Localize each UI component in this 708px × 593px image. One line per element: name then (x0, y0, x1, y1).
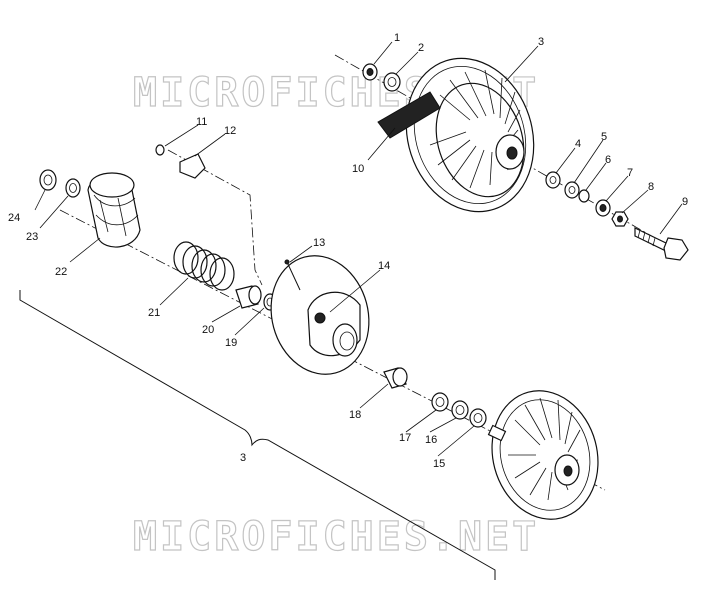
label-2: 2 (418, 42, 424, 54)
label-3-assembly: 3 (240, 452, 246, 464)
leader-lines (34, 41, 683, 457)
right-hardware (545, 171, 689, 261)
bushing-washer (235, 285, 277, 311)
label-15: 15 (433, 458, 445, 470)
label-3-top: 3 (538, 36, 544, 48)
top-washers (362, 63, 401, 92)
label-22: 22 (55, 266, 67, 278)
label-4: 4 (575, 138, 581, 150)
label-21: 21 (148, 307, 160, 319)
fixed-sheave (377, 57, 535, 213)
label-13: 13 (313, 237, 325, 249)
label-16: 16 (425, 434, 437, 446)
label-20: 20 (202, 324, 214, 336)
label-10: 10 (352, 163, 364, 175)
weight-and-screw (155, 144, 206, 179)
label-9: 9 (682, 196, 688, 208)
label-14: 14 (378, 260, 390, 272)
bushing-18 (383, 367, 408, 389)
label-7: 7 (627, 167, 633, 179)
label-5: 5 (601, 131, 607, 143)
watermark-bottom: MICROFICHES.NET (133, 514, 539, 560)
label-24: 24 (8, 212, 20, 224)
assembly-bracket (19, 290, 496, 580)
label-6: 6 (605, 154, 611, 166)
label-8: 8 (648, 181, 654, 193)
moveable-sheave (270, 255, 370, 375)
label-12: 12 (224, 125, 236, 137)
lower-washers (431, 392, 487, 428)
spring (173, 241, 235, 291)
label-1: 1 (394, 32, 400, 44)
label-11: 11 (196, 116, 207, 128)
label-23: 23 (26, 231, 38, 243)
lower-sheave (487, 390, 599, 520)
label-18: 18 (349, 409, 361, 421)
cam-spider (87, 172, 141, 248)
clip-washer (39, 169, 81, 198)
part-labels: 1 2 3 4 5 6 7 8 9 10 11 12 13 14 15 16 1… (8, 32, 688, 470)
label-19: 19 (225, 337, 237, 349)
label-17: 17 (399, 432, 411, 444)
